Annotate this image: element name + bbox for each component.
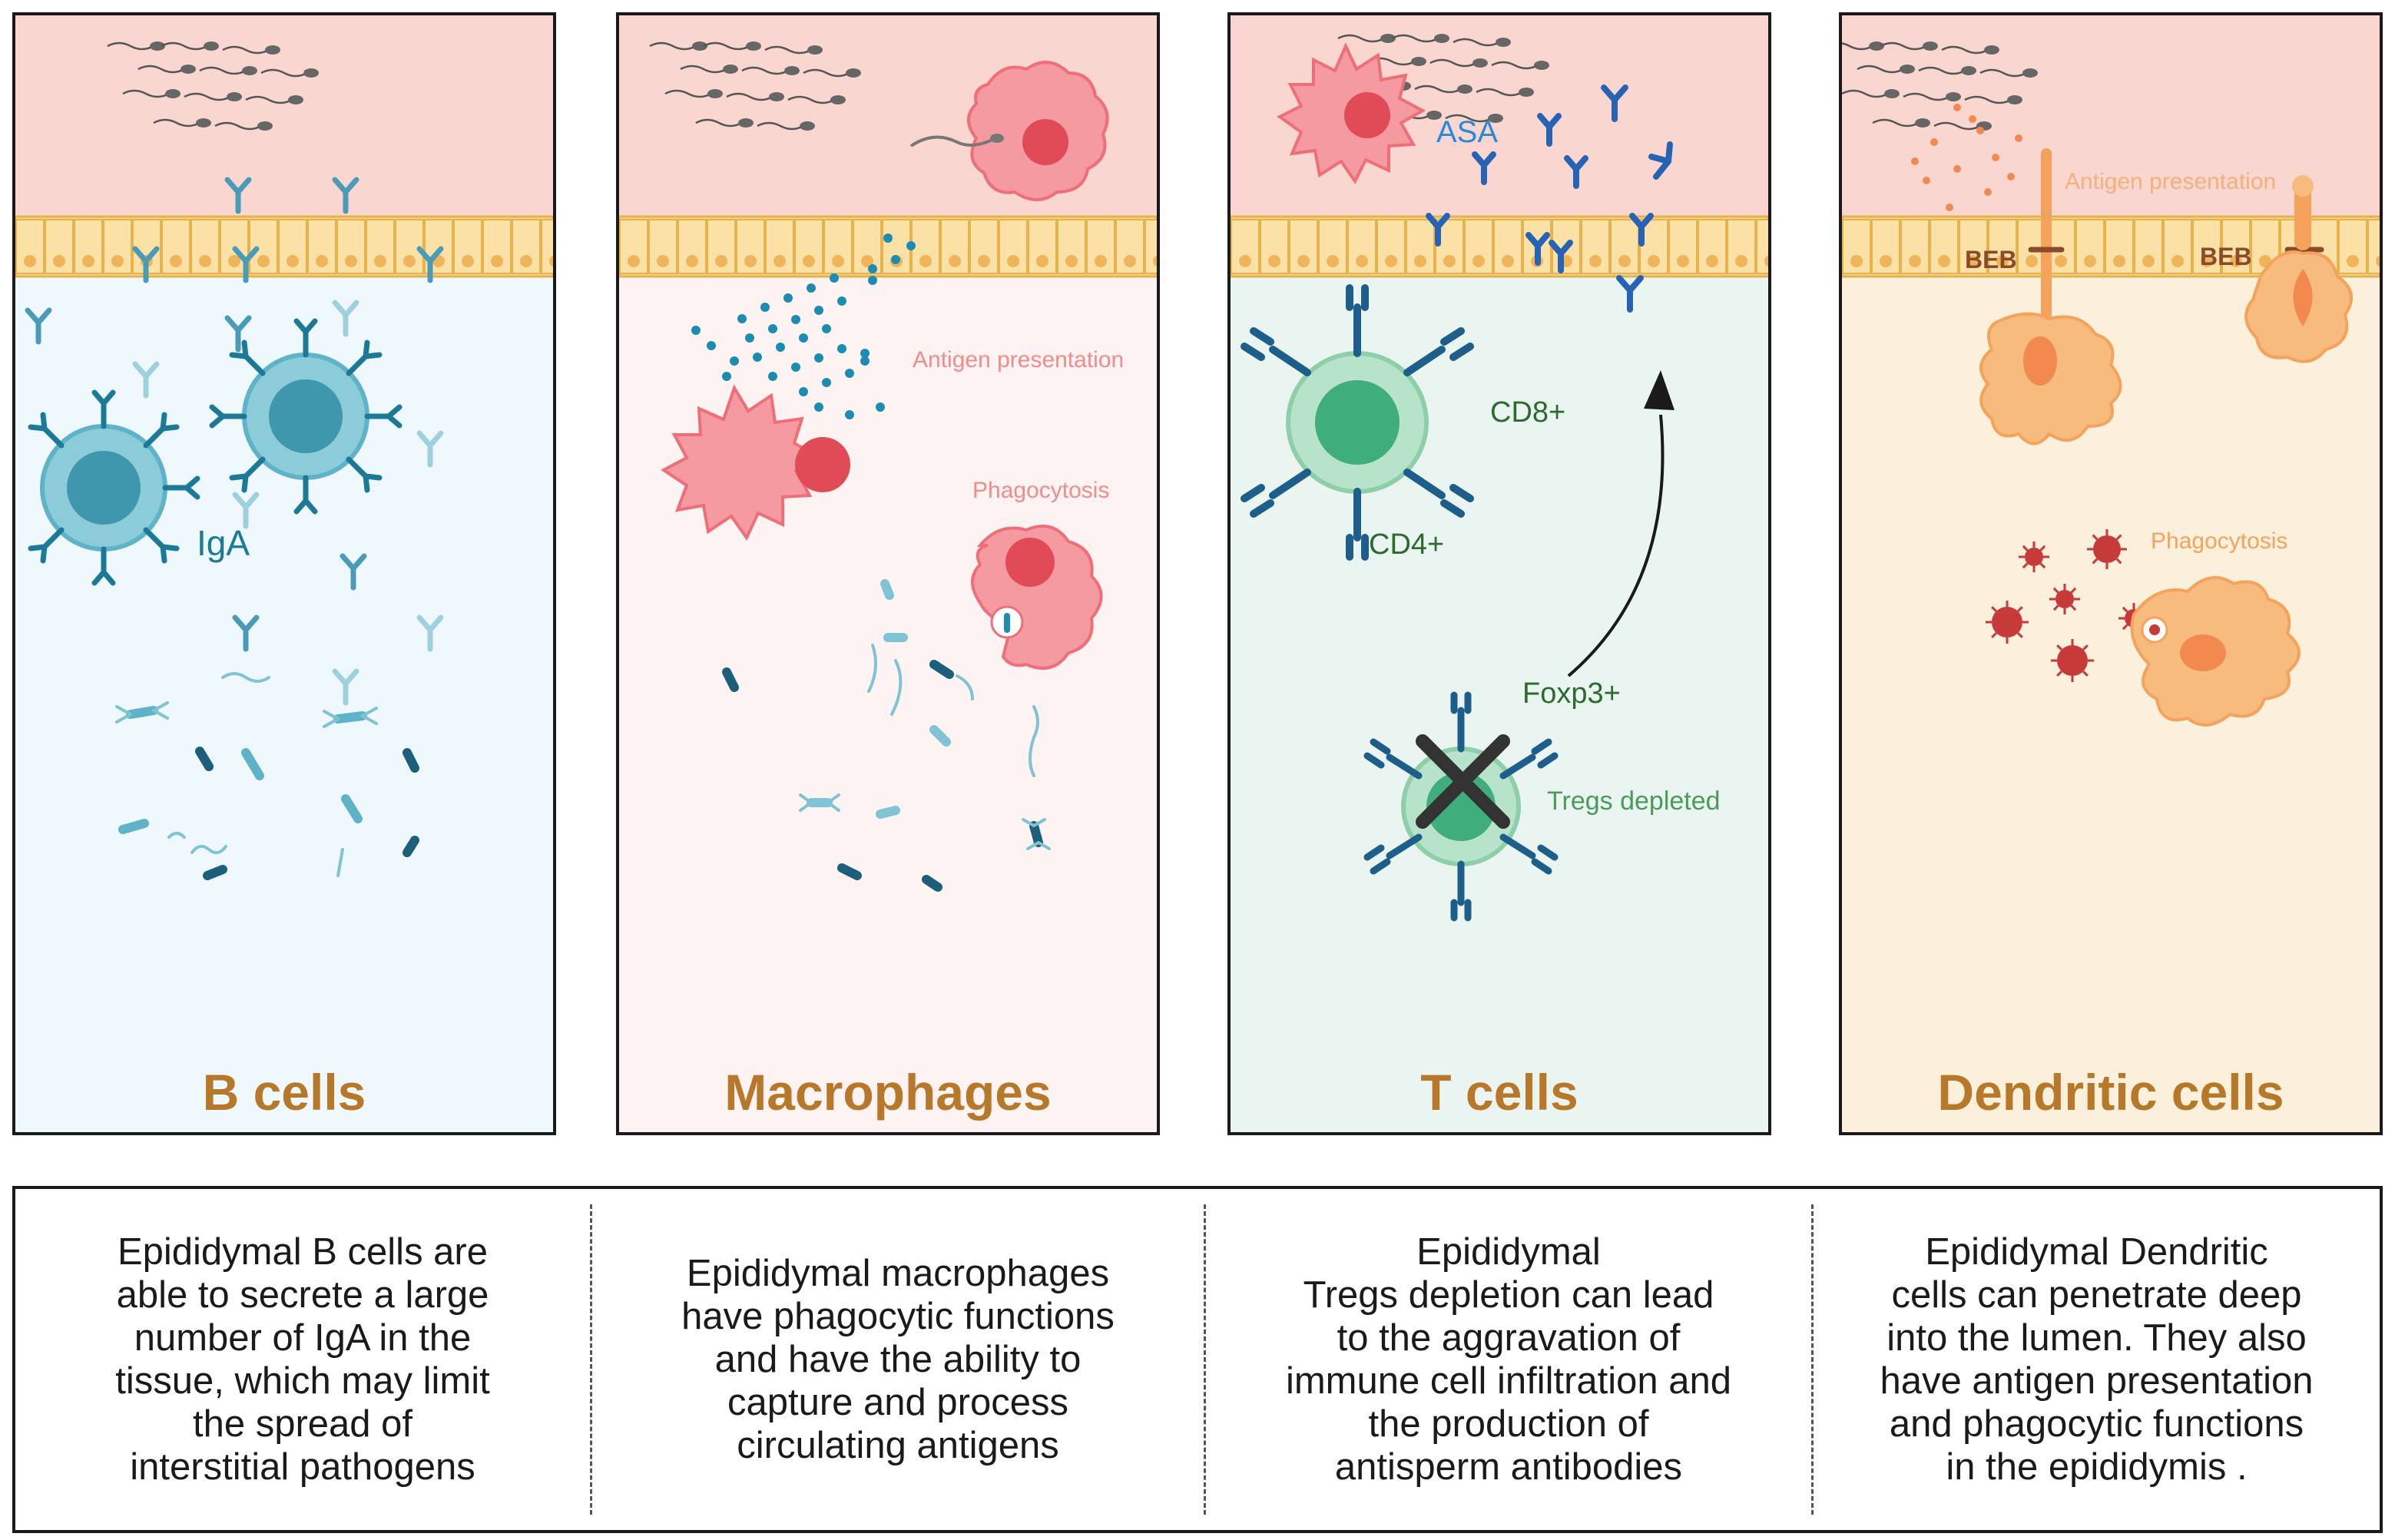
description-dendritic-cells: Epididymal Dendritic cells can penetrate… bbox=[1814, 1189, 2380, 1530]
antigen-presentation-label: Antigen presentation bbox=[2065, 169, 2277, 194]
dendritic-cells-illustration bbox=[1842, 41, 2380, 727]
epithelial-layer bbox=[1231, 215, 1768, 278]
description-text: Epididymal macrophages have phagocytic f… bbox=[681, 1253, 1115, 1466]
panel-title-b-cells: B cells bbox=[202, 1064, 366, 1121]
macrophage-icon bbox=[661, 384, 850, 541]
epithelial-layer bbox=[619, 215, 1157, 278]
t-cells-illustration bbox=[1231, 34, 1768, 922]
depleted-cross-icon bbox=[1416, 734, 1510, 829]
antigen-particles bbox=[1911, 104, 2022, 211]
macrophage-icon bbox=[909, 61, 1109, 201]
divider bbox=[1811, 1204, 1814, 1515]
dendritic-cell-icon bbox=[2244, 175, 2353, 363]
tregs-depleted-label: Tregs depleted bbox=[1547, 787, 1721, 816]
b-cells-illustration bbox=[15, 41, 553, 880]
divider bbox=[590, 1204, 592, 1515]
sperm-icon bbox=[649, 41, 861, 131]
antibody-icon bbox=[25, 177, 444, 706]
foxp3-label: Foxp3+ bbox=[1522, 677, 1621, 710]
beb-label-right: BEB bbox=[2200, 243, 2252, 270]
panel-dendritic-cells: Antigen presentation BEB BEB Phagocytosi… bbox=[1839, 12, 2383, 1135]
phagocytosis-label: Phagocytosis bbox=[2151, 528, 2288, 554]
panel-t-cells: ASA CD8+ CD4+ Foxp3+ Tregs depleted T ce… bbox=[1227, 12, 1771, 1135]
description-box: Epididymal B cells are able to secrete a… bbox=[12, 1186, 2383, 1533]
dendritic-cell-icon bbox=[1979, 148, 2122, 445]
b-cell-icon bbox=[209, 318, 402, 515]
antibody-icon bbox=[1426, 84, 1673, 313]
antigen-presentation-label: Antigen presentation bbox=[913, 347, 1125, 373]
phagocytosis-label: Phagocytosis bbox=[972, 478, 1110, 503]
lumen-region bbox=[15, 15, 553, 217]
panel-title-dendritic-cells: Dendritic cells bbox=[1937, 1064, 2284, 1121]
description-macrophages: Epididymal macrophages have phagocytic f… bbox=[592, 1189, 1204, 1530]
epithelial-layer bbox=[15, 215, 553, 278]
iga-label: IgA bbox=[197, 523, 250, 563]
description-b-cells: Epididymal B cells are able to secrete a… bbox=[15, 1189, 590, 1530]
bacteria-icon bbox=[722, 579, 1051, 892]
panel-macrophages: Antigen presentation Phagocytosis Macrop… bbox=[616, 12, 1160, 1135]
macrophage-icon bbox=[971, 525, 1103, 670]
macrophage-icon bbox=[1277, 42, 1426, 184]
bacteria-icon bbox=[115, 672, 419, 880]
description-t-cells: Epididymal Tregs depletion can lead to t… bbox=[1206, 1189, 1811, 1530]
sperm-icon bbox=[1842, 41, 2038, 131]
asa-label: ASA bbox=[1436, 115, 1499, 149]
antigen-particles bbox=[691, 233, 916, 419]
t-cell-icon bbox=[1363, 691, 1559, 922]
beb-label-left: BEB bbox=[1965, 246, 2017, 273]
cd8-label: CD8+ bbox=[1490, 396, 1566, 429]
b-cell-icon bbox=[28, 389, 200, 586]
panel-title-macrophages: Macrophages bbox=[724, 1064, 1052, 1121]
divider bbox=[1204, 1204, 1206, 1515]
description-text: Epididymal Dendritic cells can penetrate… bbox=[1880, 1231, 2314, 1488]
panel-b-cells: IgA B cells bbox=[12, 12, 556, 1135]
arrow-icon bbox=[1567, 370, 1675, 677]
description-text: Epididymal B cells are able to secrete a… bbox=[115, 1231, 490, 1488]
cd4-label: CD4+ bbox=[1369, 528, 1445, 561]
t-cell-icon bbox=[1241, 284, 1474, 561]
macrophages-illustration bbox=[619, 41, 1157, 892]
description-text: Epididymal Tregs depletion can lead to t… bbox=[1285, 1231, 1732, 1488]
dendritic-cell-icon bbox=[2130, 576, 2301, 727]
virus-icon bbox=[1986, 529, 2149, 682]
panel-title-t-cells: T cells bbox=[1420, 1064, 1578, 1121]
sperm-icon bbox=[107, 41, 319, 131]
